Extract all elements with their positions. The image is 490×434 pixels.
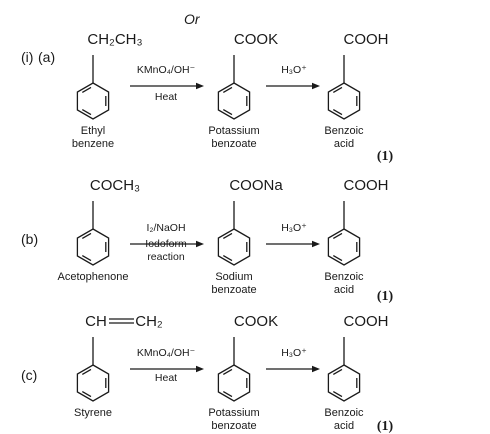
reagent-step1-c: KMnO₄/OH⁻ — [137, 347, 195, 359]
benzene-ring-reactant-c — [76, 364, 110, 402]
benzene-ring-product-c — [327, 364, 361, 402]
product-name-c: Benzoic — [324, 407, 364, 419]
reaction-row-c: (c) CH CH₂ Styrene KMnO₄/OH⁻ Heat COOK Potassiu… — [21, 313, 393, 434]
intermediate-formula-b: COONa — [229, 177, 283, 194]
condition-step1-b: Iodoform — [145, 238, 187, 250]
arrow-step1-b — [130, 240, 204, 248]
reactant-name-b: Acetophenone — [58, 271, 129, 283]
product-formula-a: COOH — [344, 31, 389, 48]
marks-c: (1) — [377, 419, 394, 434]
header-or: Or — [184, 11, 201, 27]
benzene-ring-reactant-a — [76, 82, 110, 120]
marks-a: (1) — [377, 149, 394, 164]
reactant-formula-b: COCH₃ — [90, 177, 140, 194]
intermediate-formula-c: COOK — [234, 313, 278, 330]
arrow-step1-c — [130, 365, 204, 373]
reagent-step2-c: H₃O⁺ — [281, 347, 307, 359]
reagent-step2-a: H₃O⁺ — [281, 64, 307, 76]
arrow-step2-c — [266, 365, 320, 373]
row-label-c: (c) — [21, 367, 37, 383]
benzene-ring-product-a — [327, 82, 361, 120]
row-label-a: (a) — [38, 49, 55, 65]
intermediate-formula-a: COOK — [234, 31, 278, 48]
reactant-formula-left-c: CH — [85, 313, 107, 330]
reactant-formula-a: CH₂CH₃ — [87, 31, 142, 48]
arrow-step2-a — [266, 82, 320, 90]
reagent-step2-b: H₃O⁺ — [281, 222, 307, 234]
benzene-ring-reactant-b — [76, 228, 110, 266]
reagent-step1-b: I₂/NaOH — [146, 222, 185, 234]
double-bond — [109, 318, 134, 324]
arrow-step1-a — [130, 82, 204, 90]
intermediate-name-c: Potassium — [208, 407, 259, 419]
product-formula-b: COOH — [344, 177, 389, 194]
condition-step1-a: Heat — [155, 91, 177, 103]
condition-step1-b: reaction — [147, 251, 185, 263]
product-formula-c: COOH — [344, 313, 389, 330]
benzene-ring-intermediate-c — [217, 364, 251, 402]
intermediate-name-c: benzoate — [211, 420, 256, 432]
row-label-b: (b) — [21, 231, 38, 247]
arrow-step2-b — [266, 240, 320, 248]
intermediate-name-a: benzoate — [211, 138, 256, 150]
product-name-a: acid — [334, 138, 354, 150]
reactant-name-a: benzene — [72, 138, 114, 150]
intermediate-name-a: Potassium — [208, 125, 259, 137]
product-name-b: Benzoic — [324, 271, 364, 283]
reactant-name-c: Styrene — [74, 407, 112, 419]
marks-b: (1) — [377, 289, 394, 304]
reactant-formula-right-c: CH₂ — [135, 313, 163, 330]
reagent-step1-a: KMnO₄/OH⁻ — [137, 64, 195, 76]
reactant-name-a: Ethyl — [81, 125, 105, 137]
product-name-c: acid — [334, 420, 354, 432]
intermediate-name-b: benzoate — [211, 284, 256, 296]
intermediate-name-b: Sodium — [215, 271, 252, 283]
product-name-a: Benzoic — [324, 125, 364, 137]
product-name-b: acid — [334, 284, 354, 296]
reaction-rows: (a)CH₂CH₃EthylbenzeneKMnO₄/OH⁻HeatCOOKPo… — [21, 31, 393, 434]
benzene-ring-intermediate-a — [217, 82, 251, 120]
benzene-ring-intermediate-b — [217, 228, 251, 266]
condition-step1-c: Heat — [155, 372, 177, 384]
reaction-row-b: (b) COCH₃ Acetophenone I₂/NaOH Iodoformreact… — [21, 177, 393, 304]
benzene-ring-product-b — [327, 228, 361, 266]
part-label: (i) — [21, 49, 33, 65]
